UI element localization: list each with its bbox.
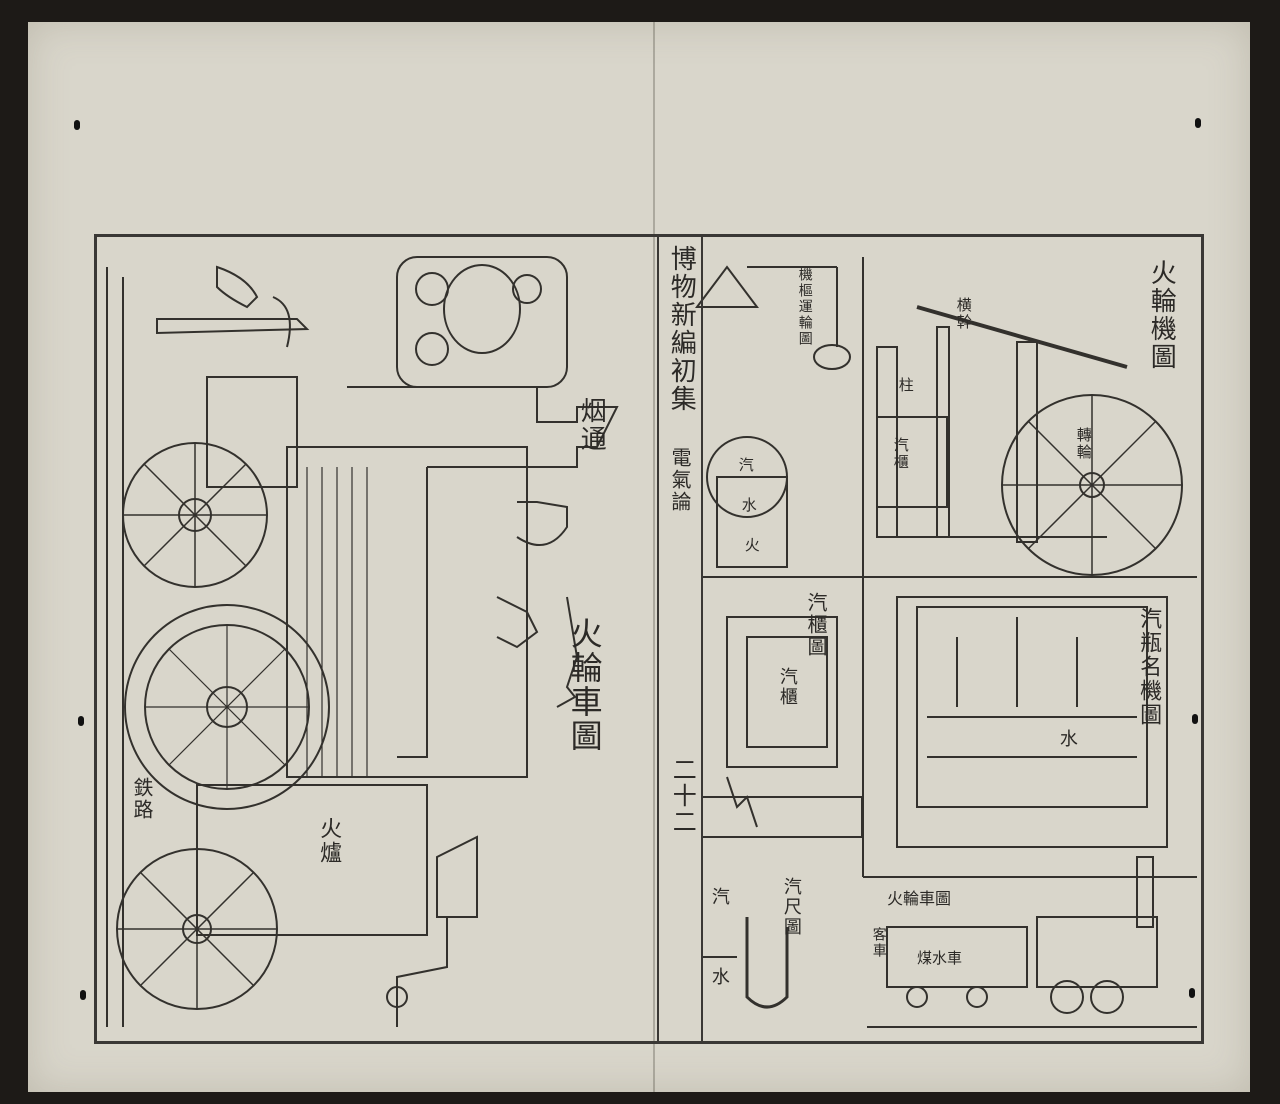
pillar-label: 柱 <box>896 377 915 394</box>
print-frame: 博物新編初集 電氣論 二十二 火輪車圖 烟通 火爐 鉄路 火輪機圖 横幹 轉輪 … <box>94 234 1204 1044</box>
governor-water-label: 水 <box>739 497 758 514</box>
firebox-label: 火爐 <box>316 817 342 865</box>
binding-hole <box>1192 714 1198 724</box>
gauge-water-label: 水 <box>708 967 730 987</box>
carriage-label: 客車 <box>870 927 887 959</box>
gauge-steam-label: 汽 <box>708 887 730 907</box>
locomotive-diagram <box>106 256 619 1027</box>
governor-fire-label: 火 <box>742 537 761 554</box>
woodcut-illustrations <box>106 256 1197 1028</box>
boat-engine-water-label: 水 <box>1056 729 1078 749</box>
railway-label: 鉄路 <box>130 777 154 821</box>
book-page: 博物新編初集 電氣論 二十二 火輪車圖 烟通 火爐 鉄路 火輪機圖 横幹 轉輪 … <box>28 22 1250 1092</box>
wheel-label: 轉輪 <box>1074 427 1093 461</box>
gauge-title: 汽尺圖 <box>780 877 802 937</box>
chimney-label: 烟通 <box>576 397 607 453</box>
binding-hole <box>1189 988 1195 998</box>
tender-label: 煤水車 <box>917 949 963 967</box>
engine-cylinder-label: 汽櫃 <box>891 437 910 471</box>
binding-hole <box>1195 118 1201 128</box>
cylinder-figure-label: 汽櫃 <box>776 667 798 707</box>
chapter-title: 電氣論 <box>668 447 692 513</box>
page-number: 二十二 <box>668 757 697 835</box>
boat-engine-title: 汽瓶名機圖 <box>1136 607 1162 727</box>
binding-hole <box>78 716 84 726</box>
binding-hole <box>74 120 80 130</box>
beam-label: 横幹 <box>954 297 973 331</box>
cylinder-figure-title: 汽櫃圖 <box>804 592 828 658</box>
book-title: 博物新編初集 <box>666 245 697 413</box>
train-title: 火輪車圖 <box>887 889 952 908</box>
center-column: 博物新編初集 電氣論 二十二 <box>657 237 703 1041</box>
center-fold <box>653 22 655 1092</box>
binding-hole <box>80 990 86 1000</box>
locomotive-title: 火輪車圖 <box>565 617 604 753</box>
beam-engine-diagram <box>695 257 1197 1028</box>
engine-title: 火輪機圖 <box>1146 259 1177 371</box>
governor-steam-label: 汽 <box>736 457 755 474</box>
governor-title: 機樞運輪圖 <box>796 267 813 347</box>
